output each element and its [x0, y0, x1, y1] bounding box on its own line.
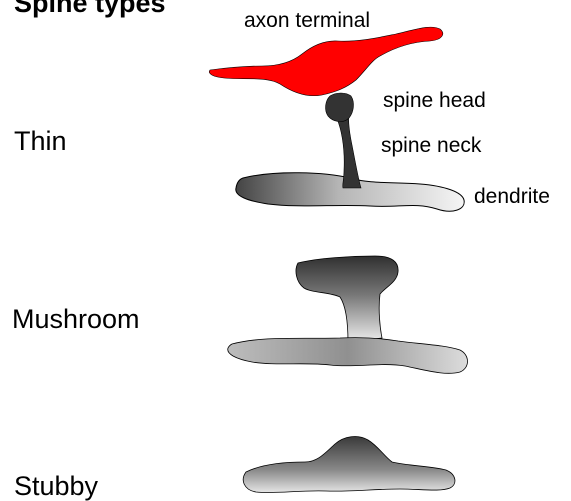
- spine-type-stubby-label: Stubby: [14, 473, 98, 500]
- mushroom-spine-shape: [296, 256, 398, 342]
- axon-terminal-label: axon terminal: [244, 10, 370, 31]
- stubby-spine-shape: [243, 437, 455, 493]
- thin-spine-head-shape: [326, 93, 354, 122]
- dendrite-label: dendrite: [474, 186, 550, 207]
- spine-type-mushroom-label: Mushroom: [12, 306, 140, 333]
- axon-terminal-shape: [209, 27, 442, 96]
- mushroom-dendrite-shape: [228, 338, 468, 374]
- spine-type-thin-label: Thin: [14, 128, 67, 155]
- spine-head-label: spine head: [383, 90, 486, 111]
- spine-neck-label: spine neck: [381, 135, 481, 156]
